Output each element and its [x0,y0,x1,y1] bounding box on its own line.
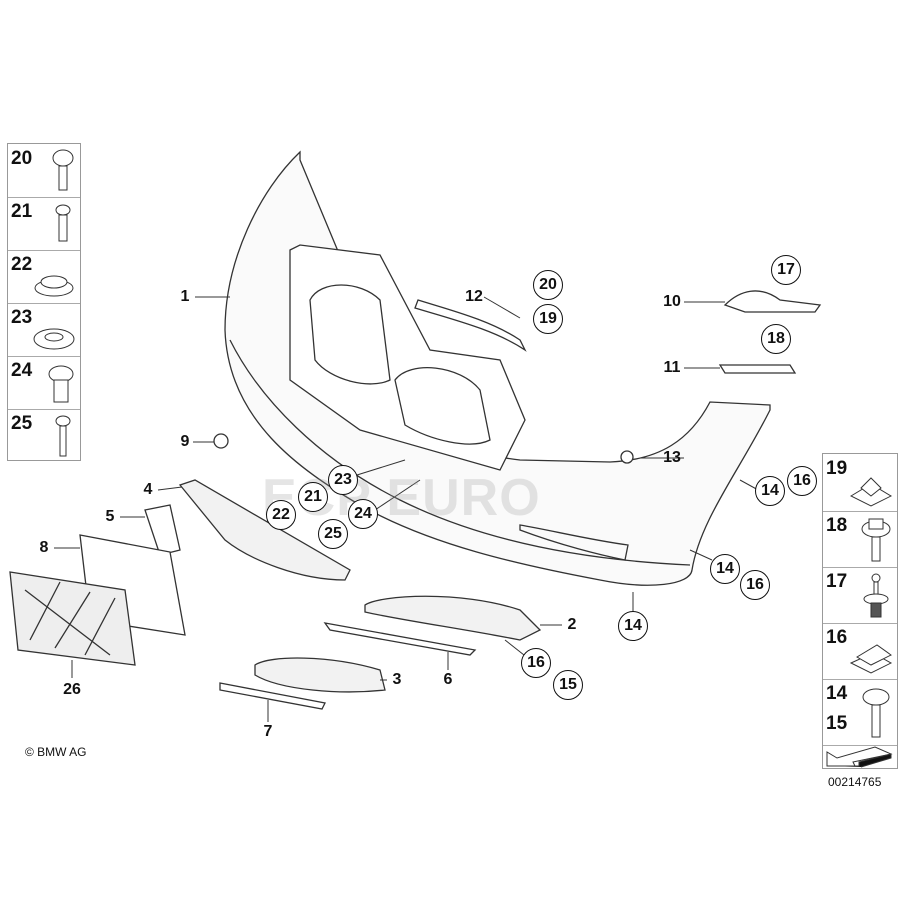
legend-number: 20 [11,148,33,169]
direction-arrow-cell [823,745,897,770]
callout-5: 5 [105,508,115,525]
circled-callout-16: 16 [740,570,770,600]
callout-4: 4 [143,481,153,498]
diagram-number: 00214765 [828,775,882,789]
license-plate-carrier [9,571,136,666]
left-fastener-legend: 20 21 22 23 24 25 [7,143,81,461]
callout-3: 3 [392,671,402,688]
circled-callout-22: 22 [266,500,296,530]
legend-item-18: 18 [823,511,897,568]
legend-item-16: 16 [823,623,897,680]
clip-nut-icon [849,477,893,507]
circled-callout-25: 25 [318,519,348,549]
circled-callout-16: 16 [521,648,551,678]
bolt-icon [55,415,71,457]
callout-8: 8 [39,539,49,556]
callout-9: 9 [180,433,190,450]
copyright-label: © BMW AG [25,745,87,759]
circled-callout-15: 15 [553,670,583,700]
circled-callout-19: 19 [533,304,563,334]
legend-item-17: 17 [823,567,897,624]
legend-number: 22 [11,254,33,275]
spring-nut-icon [849,644,893,674]
screw-icon [52,149,74,191]
legend-number: 21 [11,201,33,222]
legend-item-23: 23 [8,303,80,357]
legend-number: 16 [826,627,848,648]
circled-callout-14: 14 [755,476,785,506]
legend-item-19: 19 [823,454,897,512]
callout-26: 26 [63,681,81,698]
callout-2: 2 [567,616,577,633]
washer-icon [33,328,75,350]
legend-item-25: 25 [8,409,80,462]
circled-callout-14: 14 [710,554,740,584]
legend-number: 19 [826,458,848,479]
callout-11: 11 [663,359,681,376]
callout-10: 10 [663,293,681,310]
legend-number: 18 [826,515,848,536]
circled-callout-17: 17 [771,255,801,285]
center-grille [178,479,351,581]
legend-item-20: 20 [8,144,80,198]
legend-number: 17 [826,571,848,592]
circled-callout-20: 20 [533,270,563,300]
direction-arrow-icon [826,746,893,768]
self-tapping-screw-icon [55,204,71,242]
circled-callout-16: 16 [787,466,817,496]
expanding-rivet-icon [863,573,889,618]
legend-number: 14 [826,683,848,704]
collar-screw-icon [862,688,890,738]
legend-number: 24 [11,360,33,381]
legend-number: 25 [11,413,33,434]
legend-number: 23 [11,307,33,328]
callout-6: 6 [443,671,453,688]
hex-screw-icon [861,518,891,562]
circled-callout-21: 21 [298,482,328,512]
callout-13: 13 [663,449,681,466]
circled-callout-23: 23 [328,465,358,495]
grille-frame [289,244,526,471]
legend-number: 15 [826,713,848,734]
circled-callout-14: 14 [618,611,648,641]
circled-callout-24: 24 [348,499,378,529]
callout-1: 1 [180,288,190,305]
cap-icon [34,275,74,297]
callout-12: 12 [465,288,483,305]
callout-7: 7 [263,723,273,740]
legend-item-22: 22 [8,250,80,304]
circled-callout-18: 18 [761,324,791,354]
legend-item-24: 24 [8,356,80,410]
legend-item-21: 21 [8,197,80,251]
bushing-icon [48,365,74,403]
